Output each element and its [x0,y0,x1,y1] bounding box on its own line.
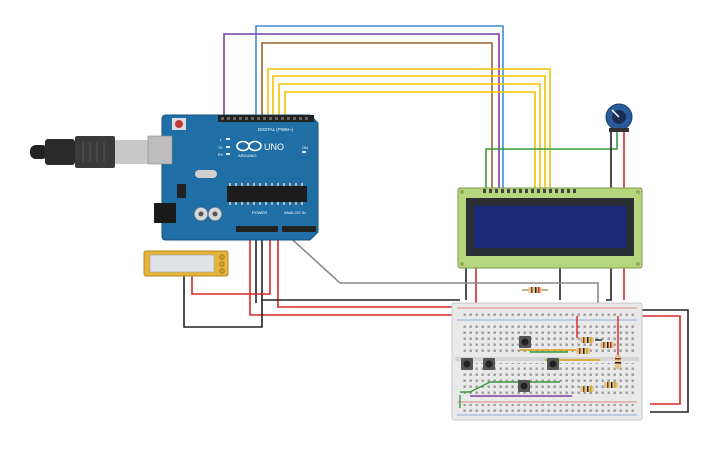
on-label: ON [302,145,308,150]
potentiometer-icon[interactable] [605,103,633,132]
breadboard-resistors[interactable] [576,337,621,392]
resistor-3 [576,348,590,354]
resistor-6 [604,382,618,388]
led-label-rx: RX [218,153,224,157]
reset-button[interactable] [175,120,183,128]
piezo-buzzer-icon[interactable] [143,250,229,277]
wire-red-power-2[interactable] [249,228,460,316]
resistor-1 [580,337,594,343]
wire-purple[interactable] [223,33,500,188]
resistor-5 [580,386,594,392]
wire-green-pot[interactable] [485,128,618,188]
wire-yellow-2[interactable] [272,75,546,188]
led-label-l: L [220,138,222,142]
wire-black-pot[interactable] [606,128,612,301]
arduino-uno-board[interactable]: DIGITAL (PWM~) UNO ARDUINO L TX RX ON [147,114,319,241]
atmega-chip [227,186,307,202]
wire-gray[interactable] [283,231,599,318]
wire-black-buzzer[interactable] [183,276,263,328]
analog-label: ANALOG IN [284,210,306,215]
wire-red-power[interactable] [277,228,460,308]
push-button-1 [519,336,531,348]
wire-brown[interactable] [261,42,493,188]
resistor-4 [615,355,621,369]
push-button-4 [547,358,559,370]
push-button-3 [483,358,495,370]
lcd-16x2-display[interactable] [457,187,643,269]
wire-yellow-4[interactable] [284,91,536,188]
arduino-logo-icon [236,140,262,152]
push-button-5 [518,380,530,392]
wire-black-right[interactable] [630,309,689,413]
lcd-screen [474,206,626,248]
power-label: POWER [252,210,267,215]
push-buttons[interactable] [461,336,559,392]
digital-label: DIGITAL (PWM~) [258,127,293,132]
wire-yellow-3[interactable] [278,83,541,188]
resistor-2 [600,342,614,348]
wire-red-right[interactable] [640,315,681,405]
wire-yellow-1[interactable] [267,68,551,188]
wire-blue[interactable] [255,25,504,188]
model-label: UNO [264,142,284,152]
wire-red-buzzer[interactable] [191,228,271,295]
brand-label: ARDUINO [238,153,256,158]
push-button-2 [461,358,473,370]
led-label-tx: TX [218,146,223,150]
resistor-lcd[interactable] [522,287,548,293]
